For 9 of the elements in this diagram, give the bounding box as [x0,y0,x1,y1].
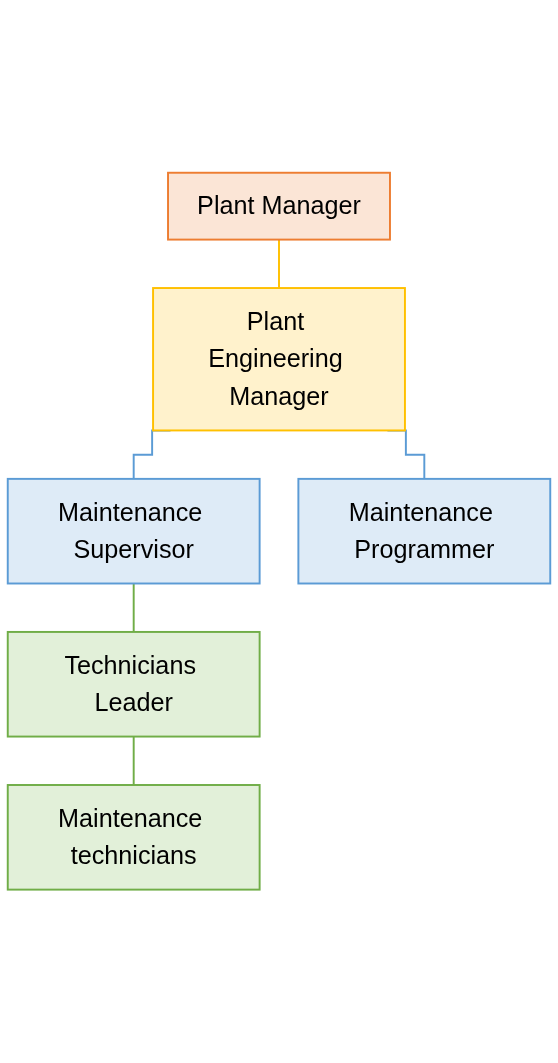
node-box: Maintenance Supervisor [6,478,261,585]
node-box: Maintenance Programmer [297,478,552,585]
connector [278,238,280,290]
connector [132,735,135,787]
node-box: Technicians Leader [6,631,261,738]
node-box: Plant Engineering Manager [152,287,406,432]
connector [132,582,135,634]
node-box: Plant Manager [167,172,391,241]
node-box: Maintenance technicians [6,784,261,891]
